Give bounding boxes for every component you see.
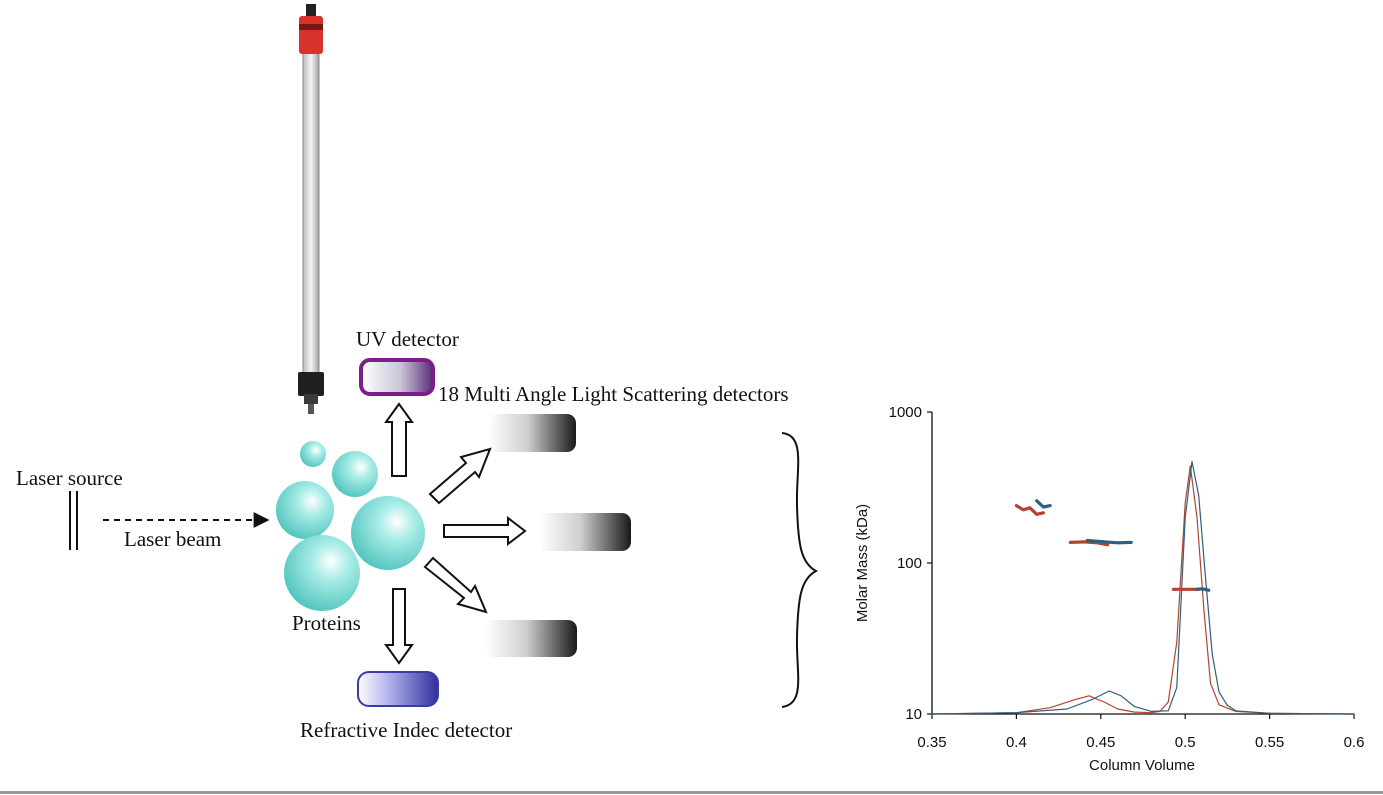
arrow-to-uv xyxy=(384,402,414,477)
uv-detector-label: UV detector xyxy=(356,327,459,351)
molar-mass-chart: 0.35 0.4 0.45 0.5 0.55 0.6 10 100 1000 Column Vo… xyxy=(854,404,1364,774)
proteins-label: Proteins xyxy=(292,611,361,635)
x-tick-label: 0.6 xyxy=(1344,734,1365,751)
signal-trace xyxy=(931,465,1355,715)
x-axis-label: Column Volume xyxy=(1089,757,1195,774)
y-tick-label: 1000 xyxy=(889,404,922,421)
mals-detector-box xyxy=(539,513,631,551)
x-tick-label: 0.4 xyxy=(1006,734,1027,751)
x-tick-label: 0.45 xyxy=(1086,734,1115,751)
molar-mass-trace xyxy=(1085,538,1133,545)
chromatography-column-icon xyxy=(298,4,324,414)
mals-detector-box xyxy=(485,620,577,657)
arrow-to-ri xyxy=(384,588,414,665)
molar-mass-trace xyxy=(1035,499,1052,509)
protein-spheres-icon xyxy=(276,441,425,611)
laser-beam-label: Laser beam xyxy=(124,527,222,551)
molar-mass-trace xyxy=(1195,587,1211,592)
mals-detectors-label: 18 Multi Angle Light Scattering detector… xyxy=(438,382,789,406)
ri-detector-label: Refractive Indec detector xyxy=(300,718,513,742)
molar-mass-trace xyxy=(1014,504,1046,516)
mals-detector-box xyxy=(488,414,576,452)
uv-detector-box xyxy=(359,358,435,396)
signal-trace xyxy=(931,460,1355,715)
laser-source-label: Laser source xyxy=(16,466,123,490)
arrow-to-mals-top xyxy=(428,447,492,505)
ri-detector-box xyxy=(357,671,439,707)
x-tick-label: 0.5 xyxy=(1175,734,1196,751)
arrow-to-mals-bottom xyxy=(423,556,488,614)
x-tick-label: 0.35 xyxy=(917,734,946,751)
y-axis-label: Molar Mass (kDa) xyxy=(854,504,871,622)
x-tick-label: 0.55 xyxy=(1255,734,1284,751)
bottom-divider xyxy=(0,791,1383,794)
y-tick-label: 100 xyxy=(897,555,922,572)
y-tick-label: 10 xyxy=(905,706,922,723)
arrow-to-mals-middle xyxy=(443,515,527,547)
right-brace-icon xyxy=(781,432,819,708)
